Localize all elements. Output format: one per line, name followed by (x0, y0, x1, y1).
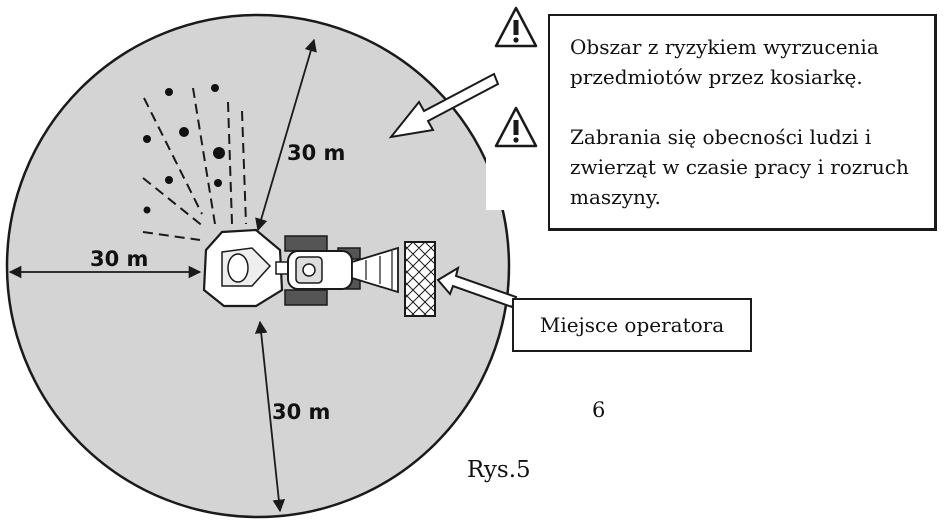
operator-position-callout: Miejsce operatora (512, 298, 752, 352)
warning-triangle-icon (494, 106, 538, 148)
page-number: 6 (592, 398, 606, 422)
figure-caption: Rys.5 (467, 457, 531, 483)
distance-label-top: 30 m (287, 141, 345, 165)
debris-dots (143, 84, 225, 214)
tractor-with-mower (202, 228, 399, 308)
warning-text-projectiles: Obszar z ryzykiem wyrzucenia przedmiotów… (570, 35, 879, 89)
throw-trajectories (142, 87, 247, 241)
operator-position-label: Miejsce operatora (539, 313, 725, 337)
arrow-icon (388, 72, 500, 139)
warning-text-no-people: Zabrania się obecności ludzi i zwierząt … (570, 125, 909, 209)
distance-line-bottom (254, 320, 286, 513)
distance-label-bottom: 30 m (272, 400, 330, 424)
operator-position-pad (404, 241, 436, 317)
warning-triangle-icon (494, 6, 538, 48)
warning-callout-box: Obszar z ryzykiem wyrzucenia przedmiotów… (548, 14, 937, 231)
distance-label-left: 30 m (90, 247, 148, 271)
distance-line-top (255, 38, 317, 232)
